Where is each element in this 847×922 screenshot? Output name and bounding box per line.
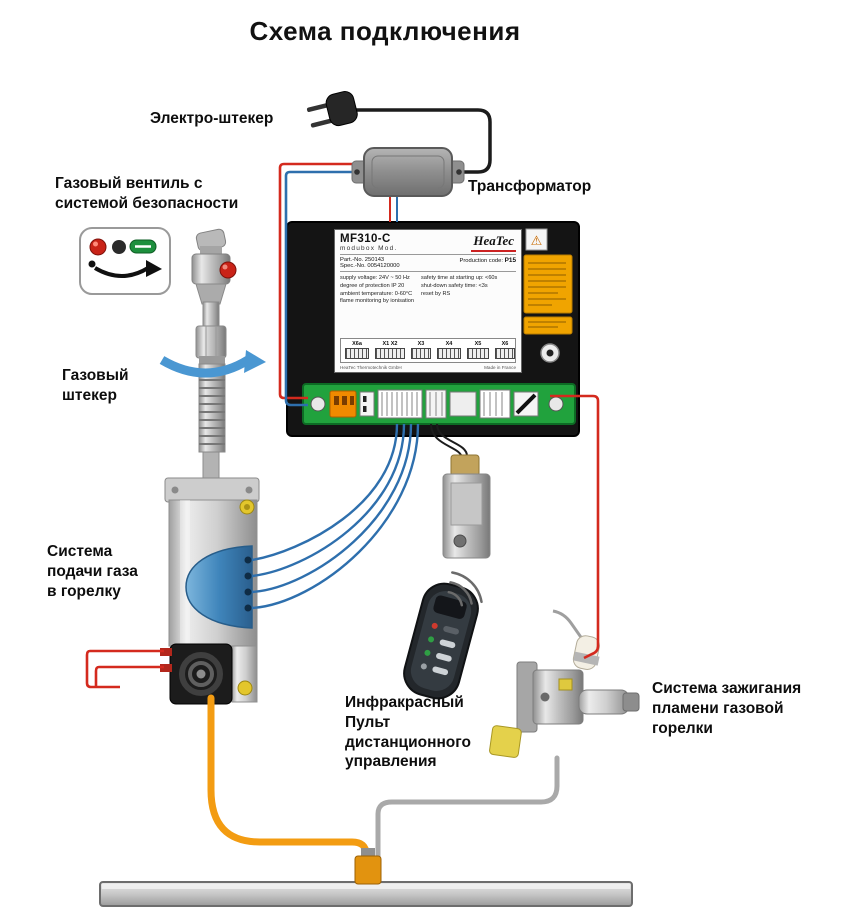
burner-rail: [99, 848, 633, 907]
terminal-diagram: X6a X1 X2 X3 X4 X5 X6: [340, 338, 516, 363]
electrical-specs: supply voltage: 24V ~ 50 Hz degree of pr…: [340, 275, 414, 305]
label-ignition: Система зажигания пламени газовой горелк…: [652, 680, 802, 737]
part-numbers: Part.-No. 250143 Spec.-No. 0054120000: [340, 257, 400, 269]
page-title: Схема подключения: [249, 16, 521, 46]
wire-red-left: [278, 162, 368, 400]
terminal-x5: X5: [474, 341, 482, 347]
label-transformer: Трансформатор: [468, 178, 592, 195]
electric-plug: [306, 91, 358, 128]
remote-control: [403, 582, 479, 700]
black-button-icon: [112, 240, 126, 254]
label-gas-plug: Газовый штекер: [62, 367, 129, 404]
coil-terminal-1: [160, 648, 172, 656]
terminal-x4: X4: [445, 341, 453, 347]
ir-signal-icon: [447, 571, 483, 607]
gas-cable-orange: [207, 694, 370, 878]
terminal-x6: X6: [501, 341, 509, 347]
connector-block-2: [377, 389, 423, 419]
yellow-bolt-bottom: [237, 680, 253, 696]
safety-specs: safety time at starting up: <60s shut-do…: [421, 275, 498, 297]
wire-blue-left: [284, 170, 368, 407]
label-electro-plug: Электро-штекер: [150, 110, 274, 127]
ionisation-sensor: [442, 454, 491, 559]
terminal-x6a: X6a: [352, 341, 362, 347]
connector-block-1: [359, 391, 375, 417]
terminal-strip: [302, 383, 576, 425]
rotate-arrow-icon: [93, 266, 150, 278]
blue-wire-bundle: [251, 423, 420, 610]
warning-triangle-icon: ⚠: [531, 233, 543, 248]
connector-block-4: [449, 391, 477, 417]
brand-logo: HeaTec: [471, 233, 516, 252]
gas-safety-valve: [191, 228, 237, 305]
gas-supply-system: [160, 451, 260, 705]
gas-valve-safety-panel: [79, 227, 171, 295]
connector-block-3: [425, 389, 447, 419]
coil-wires-red: [85, 649, 164, 689]
orange-terminal-block: [329, 390, 357, 418]
solenoid-coil: [169, 643, 233, 705]
warning-square: [525, 228, 548, 251]
warning-sticker-small: [523, 316, 573, 335]
model-number: MF310-C: [340, 233, 391, 245]
blue-diaphragm: [185, 545, 253, 629]
label-gas-valve: Газовый вентиль с системой безопасности: [55, 175, 239, 212]
strip-screw-left: [310, 396, 326, 412]
series-name: modubox Mod.: [340, 245, 398, 252]
warning-sticker-large: [523, 254, 573, 314]
jumper-switch: [513, 391, 539, 417]
ignition-system: [489, 609, 640, 758]
strip-screw-right: [548, 396, 564, 412]
gas-plug-assembly: [159, 301, 266, 453]
mains-cable: [350, 108, 492, 174]
label-footer: HeaTec Thermotechnik GmbH Made in France: [340, 365, 516, 370]
ignition-cable-gray: [375, 755, 560, 859]
rail-connector: [354, 855, 382, 885]
red-button-icon: [89, 238, 107, 256]
reset-button: [540, 343, 560, 363]
valve-red-button: [219, 261, 237, 279]
transformer-graphic: [351, 147, 465, 197]
label-gas-supply: Система подачи газа в горелку: [47, 543, 138, 600]
wiring-layer: [85, 108, 600, 878]
ignition-electrode-rod: [552, 609, 587, 644]
terminal-x3: X3: [417, 341, 425, 347]
ignition-yellow-valve: [489, 725, 522, 758]
label-remote: Инфракрасный Пульт дистанционного управл…: [345, 694, 471, 771]
coil-terminal-2: [160, 664, 172, 672]
blue-rotate-arrow: [159, 356, 251, 378]
control-unit-label: MF310-C modubox Mod. HeaTec Part.-No. 25…: [334, 229, 522, 373]
terminal-x1x2: X1 X2: [382, 341, 398, 347]
wire-red-right: [550, 394, 600, 660]
production-code: Production code: P15: [459, 257, 516, 264]
connector-block-5: [479, 389, 511, 419]
